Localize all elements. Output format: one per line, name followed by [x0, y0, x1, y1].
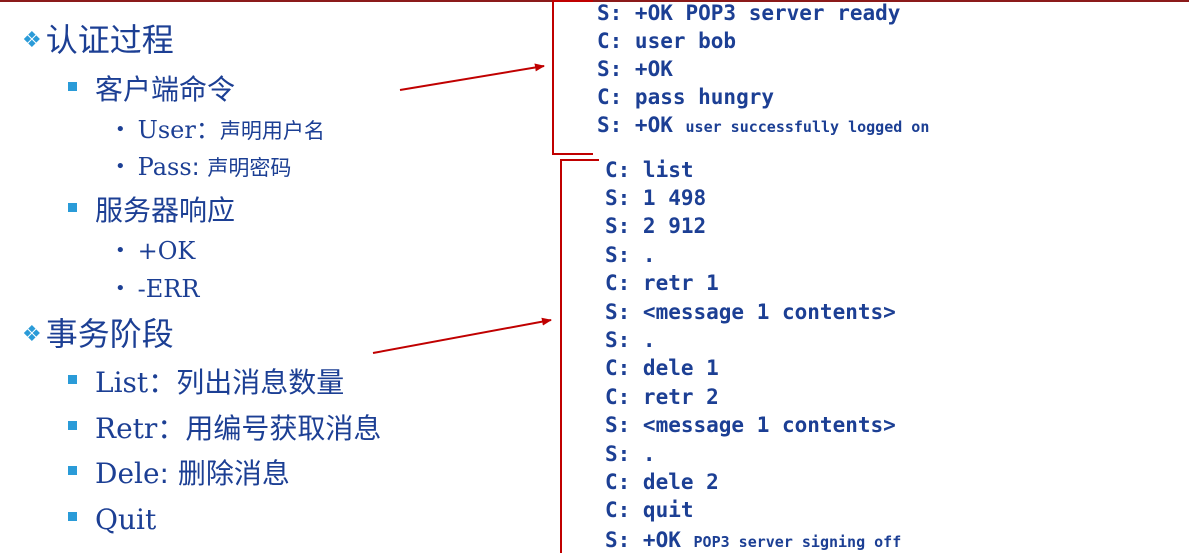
list-cmd: List [95, 366, 149, 399]
auth-arrow [399, 63, 545, 91]
item-server-response: 服务器响应 [68, 197, 235, 225]
auth-line: S: +OK [597, 57, 673, 81]
dot-bullet-icon: • [115, 278, 126, 299]
square-bullet-icon [68, 421, 77, 430]
auth-line: S: +OK user successfully logged on [597, 113, 930, 137]
server-response-label: 服务器响应 [95, 194, 236, 227]
txn-line: S: <message 1 contents> [605, 413, 896, 437]
txn-bracket [560, 159, 599, 553]
list-desc: 列出消息数量 [176, 366, 345, 399]
client-commands-label: 客户端命令 [95, 73, 236, 106]
auth-line: S: +OK POP3 server ready [597, 1, 901, 25]
dele-cmd: Dele [95, 457, 160, 490]
item-list: List：列出消息数量 [68, 369, 344, 397]
quit-cmd: Quit [95, 503, 157, 536]
item-quit: Quit [68, 506, 156, 534]
dot-bullet-icon: • [115, 119, 126, 140]
item-err: • -ERR [115, 277, 199, 301]
txn-line: S: 2 912 [605, 214, 707, 238]
txn-line: S: . [605, 328, 656, 352]
dot-bullet-icon: • [115, 240, 126, 261]
user-desc: 声明用户名 [219, 119, 325, 143]
dele-desc: 删除消息 [177, 457, 290, 490]
retr-cmd: Retr [95, 412, 158, 445]
pass-sep: : [191, 153, 208, 181]
txn-line: S: . [605, 243, 656, 267]
square-bullet-icon [68, 82, 77, 91]
txn-line: S: . [605, 442, 656, 466]
txn-line: C: quit [605, 498, 694, 522]
square-bullet-icon [68, 512, 77, 521]
auth-line: C: user bob [597, 29, 737, 53]
user-cmd: User [137, 116, 196, 144]
txn-line: C: retr 2 [605, 385, 719, 409]
item-ok: • +OK [115, 239, 195, 263]
item-retr: Retr：用编号获取消息 [68, 415, 381, 443]
list-sep: ： [148, 366, 177, 399]
txn-title: 事务阶段 [45, 315, 174, 353]
square-bullet-icon [68, 203, 77, 212]
txn-line: S: 1 498 [605, 186, 707, 210]
item-client-commands: 客户端命令 [68, 76, 235, 104]
dele-sep: : [159, 457, 178, 490]
square-bullet-icon [68, 466, 77, 475]
auth-title: 认证过程 [45, 21, 174, 59]
top-rule [0, 0, 1189, 2]
pass-desc: 声明密码 [207, 156, 292, 180]
square-bullet-icon [68, 375, 77, 384]
txn-line: C: dele 1 [605, 356, 719, 380]
txn-line: S: <message 1 contents> [605, 300, 896, 324]
dot-bullet-icon: • [115, 156, 126, 177]
txn-line: S: +OK POP3 server signing off [605, 528, 902, 552]
ok-label: +OK [137, 237, 196, 265]
user-sep: ： [195, 116, 220, 144]
item-pass: • Pass: 声明密码 [115, 155, 291, 179]
txn-line: C: dele 2 [605, 470, 719, 494]
err-label: -ERR [137, 275, 200, 303]
auth-bracket [552, 0, 593, 155]
item-user: • User：声明用户名 [115, 118, 325, 142]
diamond-bullet-icon: ❖ [22, 28, 42, 53]
txn-line: C: retr 1 [605, 271, 719, 295]
pass-cmd: Pass [137, 153, 192, 181]
item-dele: Dele: 删除消息 [68, 460, 290, 488]
txn-arrow [372, 317, 552, 354]
retr-sep: ： [157, 412, 186, 445]
retr-desc: 用编号获取消息 [185, 412, 382, 445]
diamond-bullet-icon: ❖ [22, 322, 42, 347]
auth-line: C: pass hungry [597, 85, 775, 109]
txn-line: C: list [605, 158, 694, 182]
heading-auth: ❖认证过程 [22, 24, 174, 56]
heading-transaction: ❖事务阶段 [22, 318, 174, 350]
